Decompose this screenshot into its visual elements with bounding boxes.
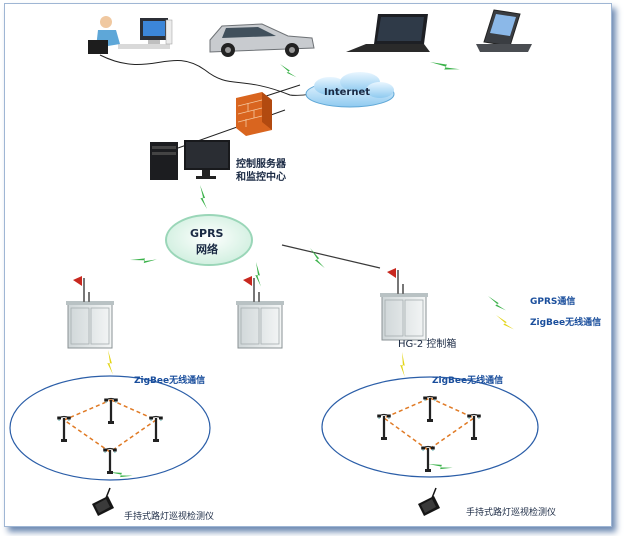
legend-zigbee: ZigBee无线通信 xyxy=(530,318,602,328)
car-icon xyxy=(209,23,315,57)
internet-label: Internet xyxy=(324,87,371,98)
lightning-icon xyxy=(108,51,506,486)
handheld-right-label: 手持式路灯巡视检测仪 xyxy=(466,508,557,518)
gprs-label-line2: 网络 xyxy=(196,243,218,256)
zigbee-left-label: ZigBee无线通信 xyxy=(134,376,206,386)
laptop-icon xyxy=(346,14,430,52)
streetlight-icon xyxy=(56,397,164,475)
server-label-line2: 和监控中心 xyxy=(236,172,286,183)
pda-icon xyxy=(476,9,532,52)
legend-gprs: GPRS通信 xyxy=(530,297,576,307)
gprs-label-line1: GPRS xyxy=(190,227,224,240)
firewall-icon xyxy=(236,92,272,136)
operator-desktop-icon xyxy=(88,16,173,54)
internet-cloud-icon xyxy=(305,72,395,108)
server-icon xyxy=(150,140,230,180)
gprs-network-icon xyxy=(165,214,253,266)
handheld-left-label: 手持式路灯巡视检测仪 xyxy=(124,512,215,522)
zigbee-right-label: ZigBee无线通信 xyxy=(432,376,504,386)
server-label-line1: 控制服务器 xyxy=(236,159,286,170)
cabinet-icon xyxy=(65,267,429,349)
cabinet-label: HG-2 控制箱 xyxy=(398,339,457,350)
streetlight-icon xyxy=(376,395,482,473)
